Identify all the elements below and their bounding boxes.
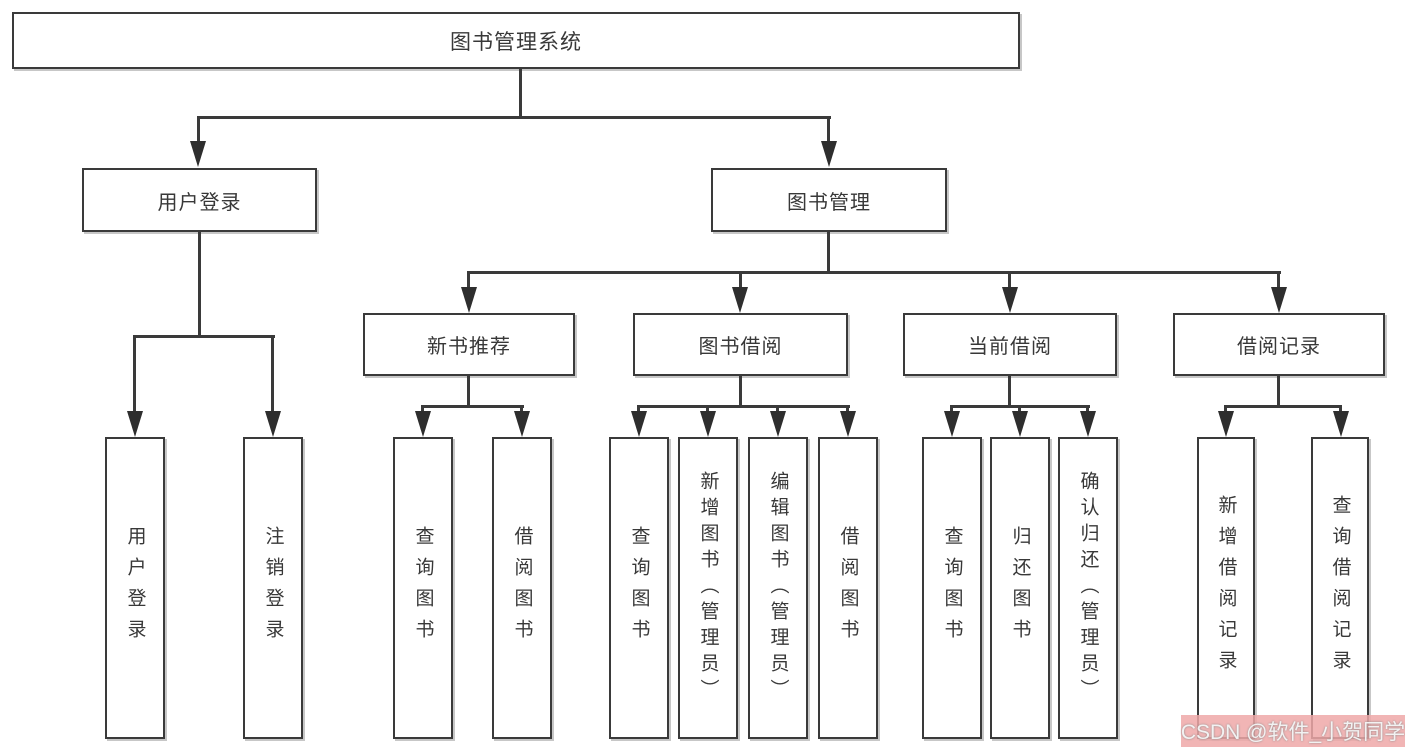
connector-line xyxy=(776,405,779,415)
connector-line xyxy=(827,116,830,146)
connector-line xyxy=(197,116,831,119)
leaf-user-login: 用户登录 xyxy=(105,437,165,739)
connector-line xyxy=(133,335,136,414)
arrow-down-icon xyxy=(770,411,786,437)
node-label: 查询图书 xyxy=(941,526,963,650)
connector-line xyxy=(421,405,524,408)
node-label: 当前借阅 xyxy=(968,336,1052,358)
connector-line xyxy=(1008,376,1011,408)
connector-line xyxy=(827,232,830,274)
node-label: 用户登录 xyxy=(124,526,146,650)
connector-line xyxy=(421,405,424,415)
arrow-down-icon xyxy=(190,141,206,167)
arrow-down-icon xyxy=(514,411,530,437)
arrow-down-icon xyxy=(732,287,748,313)
node-label: 注销登录 xyxy=(262,526,284,650)
connector-line xyxy=(1086,405,1089,415)
arrow-down-icon xyxy=(1218,411,1234,437)
arrow-down-icon xyxy=(821,141,837,167)
node-label: 图书借阅 xyxy=(698,336,783,358)
node-label: 编辑图书（管理员） xyxy=(767,471,789,705)
arrow-down-icon xyxy=(1002,287,1018,313)
node-label: 用户登录 xyxy=(157,191,242,214)
leaf-confirm-return-admin: 确认归还（管理员） xyxy=(1058,437,1118,739)
arrow-down-icon xyxy=(415,411,431,437)
leaf-logout-login: 注销登录 xyxy=(243,437,303,739)
node-label: 图书管理 xyxy=(787,191,871,214)
connector-line xyxy=(1277,271,1280,292)
leaf-query-borrow-record: 查询借阅记录 xyxy=(1311,437,1369,739)
leaf-query-books-borrow: 查询图书 xyxy=(609,437,669,739)
leaf-query-books-recommend: 查询图书 xyxy=(393,437,453,739)
leaf-add-books-admin: 新增图书（管理员） xyxy=(678,437,738,739)
connector-line xyxy=(1277,376,1280,408)
leaf-add-borrow-record: 新增借阅记录 xyxy=(1197,437,1255,739)
watermark: CSDN @软件_小贺同学 xyxy=(1181,715,1405,747)
leaf-return-books: 归还图书 xyxy=(990,437,1050,739)
node-label: 借阅图书 xyxy=(511,526,533,650)
arrow-down-icon xyxy=(944,411,960,437)
arrow-down-icon xyxy=(631,411,647,437)
connector-line xyxy=(1008,271,1011,292)
connector-line xyxy=(520,405,523,415)
connector-line xyxy=(467,271,470,292)
arrow-down-icon xyxy=(461,287,477,313)
watermark-text: CSDN @软件_小贺同学 xyxy=(1180,721,1405,744)
connector-line xyxy=(1224,405,1227,415)
connector-line xyxy=(637,405,850,408)
root-node: 图书管理系统 xyxy=(12,12,1020,69)
arrow-down-icon xyxy=(1080,411,1096,437)
arrow-down-icon xyxy=(265,411,281,437)
arrow-down-icon xyxy=(840,411,856,437)
connector-line xyxy=(950,405,953,415)
connector-line xyxy=(1224,405,1342,408)
leaf-query-books-current: 查询图书 xyxy=(922,437,982,739)
connector-line xyxy=(706,405,709,415)
node-label: 新书推荐 xyxy=(427,336,511,358)
connector-line xyxy=(1339,405,1342,415)
node-book-borrowing: 图书借阅 xyxy=(633,313,848,376)
connector-line xyxy=(197,116,200,146)
node-current-borrowing: 当前借阅 xyxy=(903,313,1117,376)
arrow-down-icon xyxy=(1333,411,1349,437)
connector-line xyxy=(519,69,522,119)
arrow-down-icon xyxy=(127,411,143,437)
node-label: 查询图书 xyxy=(628,526,650,650)
node-label: 归还图书 xyxy=(1009,526,1031,650)
node-label: 查询图书 xyxy=(412,526,434,650)
connector-line xyxy=(271,335,274,414)
node-label: 图书管理系统 xyxy=(450,30,582,54)
node-user-login: 用户登录 xyxy=(82,168,317,232)
connector-line xyxy=(198,232,201,338)
connector-line xyxy=(637,405,640,415)
connector-line xyxy=(1018,405,1021,415)
node-label: 新增图书（管理员） xyxy=(697,471,719,705)
node-new-book-recommendation: 新书推荐 xyxy=(363,313,575,376)
connector-line xyxy=(467,376,470,408)
node-label: 查询借阅记录 xyxy=(1329,495,1351,681)
node-borrowing-records: 借阅记录 xyxy=(1173,313,1385,376)
arrow-down-icon xyxy=(700,411,716,437)
node-label: 借阅图书 xyxy=(837,526,859,650)
node-book-management: 图书管理 xyxy=(711,168,947,232)
arrow-down-icon xyxy=(1012,411,1028,437)
connector-line xyxy=(739,376,742,408)
leaf-edit-books-admin: 编辑图书（管理员） xyxy=(748,437,808,739)
node-label: 确认归还（管理员） xyxy=(1077,471,1099,705)
connector-line xyxy=(739,271,742,292)
node-label: 新增借阅记录 xyxy=(1215,495,1237,681)
connector-line xyxy=(133,335,275,338)
connector-line xyxy=(467,271,1281,274)
node-label: 借阅记录 xyxy=(1237,336,1321,358)
leaf-borrow-books: 借阅图书 xyxy=(818,437,878,739)
arrow-down-icon xyxy=(1271,287,1287,313)
connector-line xyxy=(846,405,849,415)
leaf-borrow-books-recommend: 借阅图书 xyxy=(492,437,552,739)
